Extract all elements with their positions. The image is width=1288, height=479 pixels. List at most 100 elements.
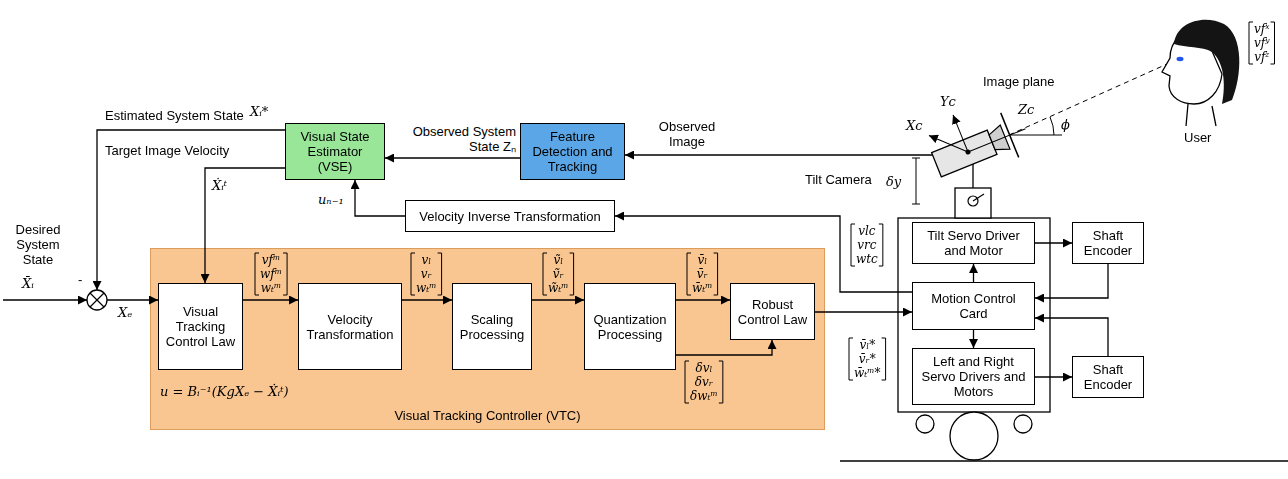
annotation-label: User (1184, 130, 1211, 145)
vector-component: wtc (856, 252, 878, 266)
process-box: Quantization Processing (584, 283, 676, 370)
user-hair (1174, 20, 1239, 104)
offset-dimension (912, 158, 920, 204)
node-text: Tilt Servo Driver and Motor (917, 228, 1030, 258)
signal-arrow (1035, 318, 1108, 356)
vector-component: wₜᵐ (416, 281, 437, 295)
user-eye (1177, 57, 1184, 61)
caster-wheel (1014, 415, 1032, 433)
controller-region: Visual Tracking Controller (VTC)Visual T… (150, 248, 825, 430)
node-text: Visual State Estimator (VSE) (290, 129, 380, 174)
process-box: Visual Tracking Control Law (158, 283, 243, 370)
node-text: Left and Right Servo Drivers and Motors (917, 354, 1030, 399)
vector-component: vrc (856, 238, 878, 252)
vector-component: wₜᵐ (260, 281, 282, 295)
input-wire (3, 299, 87, 300)
vector-bracket (1249, 22, 1275, 64)
annotation-label: Estimated System State (105, 108, 244, 123)
vector-label: vₗvᵣwₜᵐ (410, 253, 443, 295)
node-text: Feature Detection and Tracking (525, 129, 620, 174)
vector-component: vfˣ (1254, 22, 1270, 36)
vector-bracket (849, 338, 886, 380)
vector-component: ṽᵣ (548, 267, 569, 281)
label-holder: Xₑ (118, 305, 132, 320)
signal-arrow (815, 311, 912, 312)
annotation-label: ϕ (1061, 117, 1070, 132)
label-holder: Yc (940, 94, 956, 109)
annotation-label: Yc (940, 94, 956, 109)
label-holder: Zc (1018, 102, 1034, 117)
vector-label: v̄ₗ*v̄ᵣ*w̄ₜᵐ* (848, 338, 887, 380)
node-text: Visual Tracking Control Law (163, 304, 238, 349)
servo-box: Left and Right Servo Drivers and Motors (912, 348, 1035, 405)
tilt-pivot-arm (973, 194, 984, 201)
detection-box: Feature Detection and Tracking (520, 123, 625, 180)
vector-label: vfˣvfʸvfᶻ (1248, 22, 1276, 64)
edge-label: Target Image Velocity (105, 143, 229, 158)
summing-junction (87, 290, 107, 310)
vector-label: v̄ₗv̄ᵣw̄ₜᵐ (686, 253, 719, 295)
vector-component: ṽₗ (548, 253, 569, 267)
vector-component: vᵣ (416, 267, 437, 281)
vector-component: w̃ₜᵐ (548, 281, 569, 295)
annotation-label: Image plane (983, 74, 1055, 89)
signal-arrow (1035, 242, 1072, 243)
annotation-label: Xc (906, 118, 923, 133)
servo-box: Tilt Servo Driver and Motor (912, 222, 1035, 264)
annotation-label: Ẋᵢᵗ (212, 178, 227, 193)
vector-component: w̄ₜᵐ* (854, 366, 881, 380)
vector-component: δvᵣ (690, 375, 718, 389)
label-holder: δy (886, 174, 901, 189)
label-holder: X̄ᵢ (22, 276, 34, 291)
node-text: Motion Control Card (917, 291, 1030, 321)
label-holder: u = Bᵢ⁻¹(KgXₑ − Ẋᵢᵗ) (160, 384, 288, 399)
annotation-label: X̄ᵢ (22, 276, 34, 291)
label-holder: Image plane (983, 74, 1055, 89)
estimator-box: Visual State Estimator (VSE) (285, 123, 385, 180)
angle-arc (1050, 117, 1054, 135)
annotation-label: Desired System State (6, 222, 70, 267)
vector-component: vfᶻ (1254, 50, 1270, 64)
node-text: Velocity Inverse Transformation (410, 209, 610, 224)
signal-arrow (973, 330, 974, 348)
vector-label: δvₗδvᵣδwₜᵐ (684, 361, 724, 403)
label-holder: Desired System State (6, 222, 70, 267)
robot-body (898, 218, 1050, 412)
vector-component: vfʸ (1254, 36, 1270, 50)
caster-wheel (916, 415, 934, 433)
signal-arrow (355, 180, 405, 216)
vector-component: vlc (856, 224, 878, 238)
vector-component: δvₗ (690, 361, 718, 375)
signal-arrow (1035, 376, 1072, 377)
label-holder: User (1184, 130, 1211, 145)
process-box: Velocity Transformation (298, 283, 402, 370)
control-card-box: Motion Control Card (912, 282, 1035, 330)
annotation-label: Observed Image (652, 119, 722, 149)
vector-label: vfᵐwfᵐwₜᵐ (254, 253, 288, 295)
encoder-box: Shaft Encoder (1072, 222, 1144, 264)
camera-axis (929, 124, 968, 163)
edge-label: Observed System State Zₙ (390, 124, 516, 154)
label-holder: Xc (906, 118, 923, 133)
node-text: Robust Control Law (735, 297, 810, 327)
vector-component: δwₜᵐ (690, 389, 718, 403)
annotation-label: u = Bᵢ⁻¹(KgXₑ − Ẋᵢᵗ) (160, 384, 288, 399)
encoder-box: Shaft Encoder (1072, 356, 1144, 398)
camera-body (932, 130, 997, 177)
node-text: Scaling Processing (457, 312, 527, 342)
signal-arrow (1035, 264, 1108, 298)
image-wire (625, 154, 933, 155)
edge-label-holder: Target Image Velocity (105, 143, 229, 158)
edge-label: uₙ₋₁ (318, 192, 344, 207)
node-text: Quantization Processing (589, 312, 671, 342)
signal-arrow (973, 264, 974, 282)
process-box: Robust Control Law (730, 283, 815, 340)
label-holder: Tilt Camera (805, 172, 872, 187)
label-holder: Ẋᵢᵗ (212, 178, 227, 193)
annotation-label: - (78, 272, 82, 287)
annotation-label: δy (886, 174, 901, 189)
label-holder: Estimated System State (105, 108, 244, 123)
transform-box: Velocity Inverse Transformation (405, 200, 615, 232)
edge-label-holder: Observed System State Zₙ (390, 124, 516, 154)
signal-arrow (385, 157, 520, 158)
